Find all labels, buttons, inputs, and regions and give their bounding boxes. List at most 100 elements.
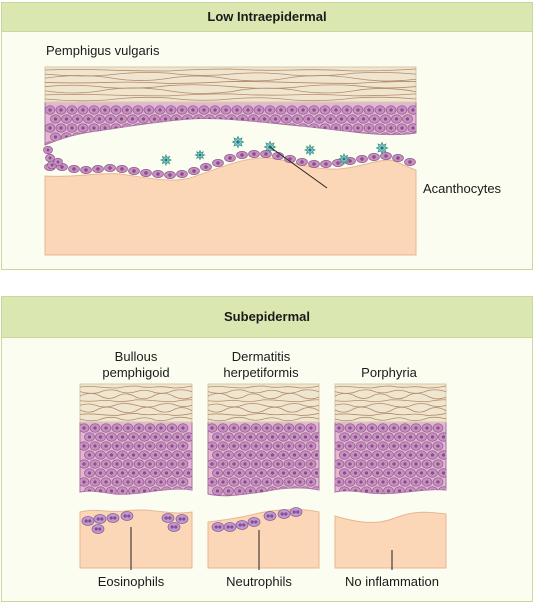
keratin-fiber	[79, 403, 193, 408]
keratinocyte	[281, 114, 292, 124]
keratinocyte	[405, 486, 416, 494]
keratinocyte	[407, 123, 416, 133]
keratinocyte	[283, 459, 295, 469]
keratinocyte	[305, 441, 317, 451]
keratinocyte	[239, 459, 251, 469]
keratinocyte	[300, 432, 311, 442]
keratin-fiber	[79, 406, 193, 414]
keratinocyte	[110, 105, 122, 115]
stratum-corneum	[207, 383, 320, 423]
keratinocyte	[405, 450, 416, 460]
basal-cell	[92, 165, 104, 173]
keratinocyte	[438, 486, 446, 494]
keratin-fiber	[334, 413, 447, 416]
keratinocyte	[363, 105, 375, 115]
keratinocyte	[154, 105, 166, 115]
keratinocyte	[256, 486, 267, 496]
label-neutrophils: Neutrophils	[226, 574, 292, 589]
basal-cell	[284, 155, 296, 163]
keratinocyte	[410, 459, 422, 469]
keratinocyte	[394, 432, 405, 442]
keratinocyte	[330, 105, 342, 115]
keratinocyte	[350, 432, 361, 442]
keratinocyte	[172, 468, 183, 478]
keratinocyte	[305, 477, 317, 487]
keratinocyte	[234, 432, 245, 442]
keratinocyte	[128, 450, 139, 460]
keratin-fiber	[207, 389, 320, 394]
keratinocyte	[139, 486, 150, 495]
basal-cell	[140, 169, 152, 177]
keratin-fiber	[207, 385, 320, 389]
keratinocyte	[350, 450, 361, 460]
basal-cell	[53, 157, 63, 167]
keratinocyte	[209, 105, 221, 115]
keratin-fiber	[334, 406, 447, 414]
keratinocyte	[361, 486, 372, 494]
keratinocyte	[117, 432, 128, 442]
keratinocyte	[410, 423, 422, 433]
keratinocyte	[212, 486, 223, 496]
eosinophil	[175, 514, 189, 524]
keratin-fiber	[207, 399, 320, 403]
keratinocyte	[344, 477, 356, 487]
keratinocyte	[121, 105, 133, 115]
panel-title-subepidermal: Subepidermal	[2, 297, 532, 338]
keratinocyte	[95, 486, 106, 495]
keratin-fiber	[79, 385, 193, 389]
keratinocyte	[223, 432, 234, 442]
keratinocyte	[278, 486, 289, 496]
keratinocyte	[223, 486, 234, 496]
dermis-layer	[334, 511, 447, 569]
keratinocyte	[127, 114, 138, 124]
keratinocyte	[344, 459, 356, 469]
keratinocyte	[361, 468, 372, 478]
keratinocyte	[305, 423, 317, 433]
acanthocyte	[231, 135, 245, 149]
keratinocyte	[245, 468, 256, 478]
keratinocyte	[94, 114, 105, 124]
keratinocyte	[272, 423, 284, 433]
keratin-fiber	[79, 392, 193, 400]
keratinocyte	[416, 450, 427, 460]
keratinocyte	[256, 432, 267, 442]
keratin-fiber	[44, 81, 417, 84]
keratinocyte	[278, 450, 289, 460]
label-herpetiformis: herpetiformis	[223, 365, 299, 380]
keratinocyte	[89, 459, 101, 469]
keratinocyte	[80, 477, 90, 487]
keratinocyte	[55, 105, 67, 115]
keratinocyte	[89, 441, 101, 451]
keratinocyte	[352, 123, 364, 133]
keratinocyte	[84, 468, 95, 478]
keratinocyte	[143, 105, 155, 115]
dermis-layer	[79, 509, 193, 569]
keratinocyte	[133, 459, 145, 469]
keratinocyte	[161, 486, 172, 495]
keratinocyte	[250, 423, 262, 433]
basal-cell	[104, 164, 116, 172]
keratinocyte	[421, 477, 433, 487]
tissue-block-1	[79, 383, 193, 569]
keratinocyte	[311, 432, 319, 442]
keratinocyte	[217, 423, 229, 433]
keratinocyte	[289, 468, 300, 478]
keratinocyte	[208, 477, 218, 487]
keratinocyte	[432, 477, 444, 487]
keratinocyte	[347, 114, 358, 124]
keratinocyte	[427, 450, 438, 460]
keratinocyte	[372, 450, 383, 460]
keratinocyte	[339, 432, 350, 442]
keratinocyte	[402, 114, 413, 124]
keratinocyte	[198, 105, 210, 115]
keratinocyte	[416, 468, 427, 478]
keratinocyte	[261, 423, 273, 433]
keratinocyte	[355, 441, 367, 451]
basal-cell	[224, 154, 236, 162]
keratinocyte	[250, 459, 262, 469]
basal-cell	[308, 160, 320, 168]
keratinocyte	[297, 105, 309, 115]
keratinocyte	[220, 105, 232, 115]
dermis-layer	[207, 509, 320, 569]
